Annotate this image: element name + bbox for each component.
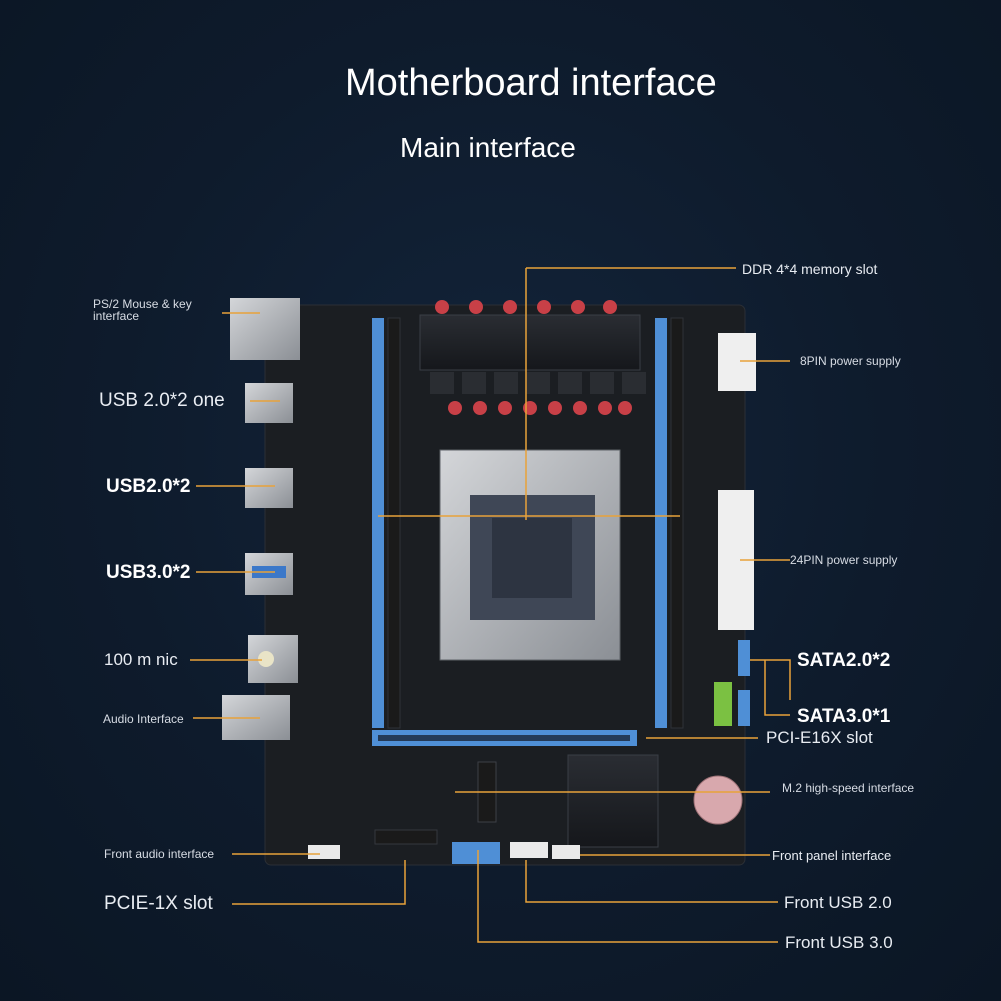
front-audio-header (308, 845, 340, 859)
leader-lines (190, 267, 791, 943)
label-front-usb2: Front USB 2.0 (784, 893, 892, 912)
capacitors (435, 300, 632, 415)
label-ps2: PS/2 Mouse & key (93, 297, 192, 311)
label-front-usb3: Front USB 3.0 (785, 933, 893, 952)
page-title: Motherboard interface (345, 62, 717, 104)
dimm-slot-3 (655, 318, 667, 728)
usb-port-2 (245, 468, 293, 508)
page-subtitle: Main interface (400, 132, 576, 163)
label-m2: M.2 high-speed interface (782, 781, 915, 795)
ps2-port (230, 298, 300, 360)
front-usb2-header (510, 842, 548, 858)
label-usb20-one: USB 2.0*2 one (99, 390, 225, 411)
label-pcie16: PCI-E16X slot (766, 728, 873, 747)
label-usb30: USB3.0*2 (106, 562, 191, 583)
label-8pin: 8PIN power supply (800, 354, 901, 368)
sata-port-3 (714, 682, 732, 726)
label-usb20-two: USB2.0*2 (106, 476, 191, 497)
label-sata3: SATA3.0*1 (797, 706, 891, 727)
label-sata2: SATA2.0*2 (797, 650, 891, 671)
label-nic: 100 m nic (104, 650, 178, 669)
sata-port-2 (738, 690, 750, 726)
dimm-slot-1 (372, 318, 384, 728)
label-ddr4: DDR 4*4 memory slot (742, 261, 878, 277)
dimm-slot-4 (670, 317, 684, 729)
label-front-audio: Front audio interface (104, 847, 215, 861)
sata-port-1 (738, 640, 750, 676)
pcie-1x-slot (374, 829, 438, 845)
label-front-panel: Front panel interface (772, 848, 892, 863)
usb-port-1 (245, 383, 293, 423)
dimm-slot-2 (387, 317, 401, 729)
label-ps2-line2: interface (93, 309, 140, 323)
label-24pin: 24PIN power supply (790, 553, 898, 567)
label-audio: Audio Interface (103, 712, 184, 726)
vrm-heatsink (419, 314, 641, 371)
label-pcie1x: PCIE-1X slot (104, 893, 213, 914)
8pin-connector (718, 333, 756, 391)
vrm-chokes (430, 372, 646, 394)
cmos-battery (693, 775, 743, 825)
front-panel-header (552, 845, 580, 859)
front-usb3-header (452, 842, 500, 864)
chipset-heatsink (567, 754, 659, 848)
